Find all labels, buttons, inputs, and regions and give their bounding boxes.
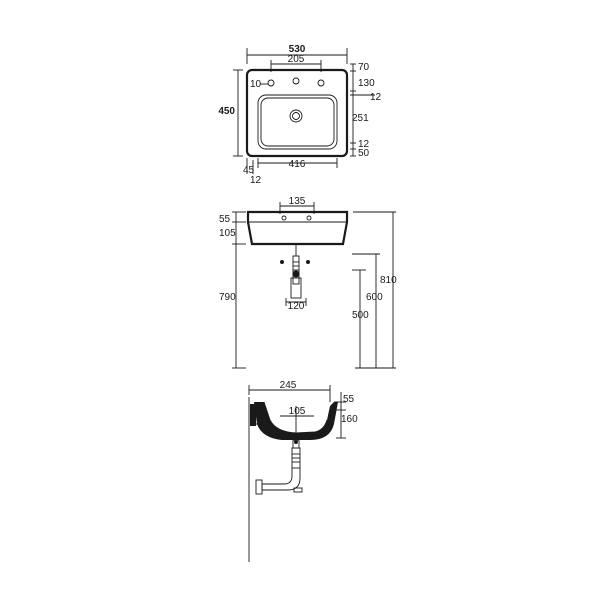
bowl-inner-top (260, 97, 335, 147)
dim-251: 251 (352, 113, 369, 124)
dim-500: 500 (352, 310, 369, 321)
dim-12-bottom: 12 (250, 175, 262, 186)
dim-12-upper: 12 (370, 92, 382, 103)
dim-790: 790 (219, 292, 236, 303)
dim-205: 205 (288, 54, 305, 65)
drain-inner (292, 112, 300, 120)
dim-12-lower: 12 (358, 139, 370, 150)
basin-outline-top (245, 68, 349, 158)
dim-105-front: 105 (219, 228, 236, 239)
dim-160: 160 (341, 414, 358, 425)
bowl-outline-top (257, 94, 338, 150)
dim-130: 130 (358, 78, 375, 89)
dim-135: 135 (289, 196, 306, 207)
dim-55-front: 55 (219, 214, 231, 225)
basin-front (246, 210, 349, 246)
dim-450: 450 (218, 106, 235, 117)
wall-bracket (250, 404, 256, 426)
front-view: 135 55 105 790 120 810 600 (219, 196, 397, 369)
basin-section (254, 402, 338, 440)
dim-810: 810 (380, 275, 397, 286)
dim-10: 10 (250, 79, 262, 90)
tap-hole-right (317, 79, 325, 87)
tap-hole-center (292, 77, 300, 85)
dim-245: 245 (280, 380, 297, 391)
dim-530: 530 (289, 44, 306, 55)
trap-connection (292, 270, 300, 278)
dim-120: 120 (288, 301, 305, 312)
top-view: 530 205 10 450 70 130 12 251 12 50 416 (218, 44, 381, 186)
dim-50: 50 (358, 148, 370, 159)
dim-600: 600 (366, 292, 383, 303)
drain-outer (289, 109, 303, 123)
dim-45: 45 (243, 165, 255, 176)
dim-105-side: 105 (289, 406, 306, 417)
tap-hole-left (267, 79, 275, 87)
side-view: 245 105 55 160 (248, 380, 358, 562)
dim-55-side: 55 (343, 394, 355, 405)
dim-416: 416 (289, 159, 306, 170)
dim-70: 70 (358, 62, 370, 73)
trap-side (262, 468, 293, 485)
